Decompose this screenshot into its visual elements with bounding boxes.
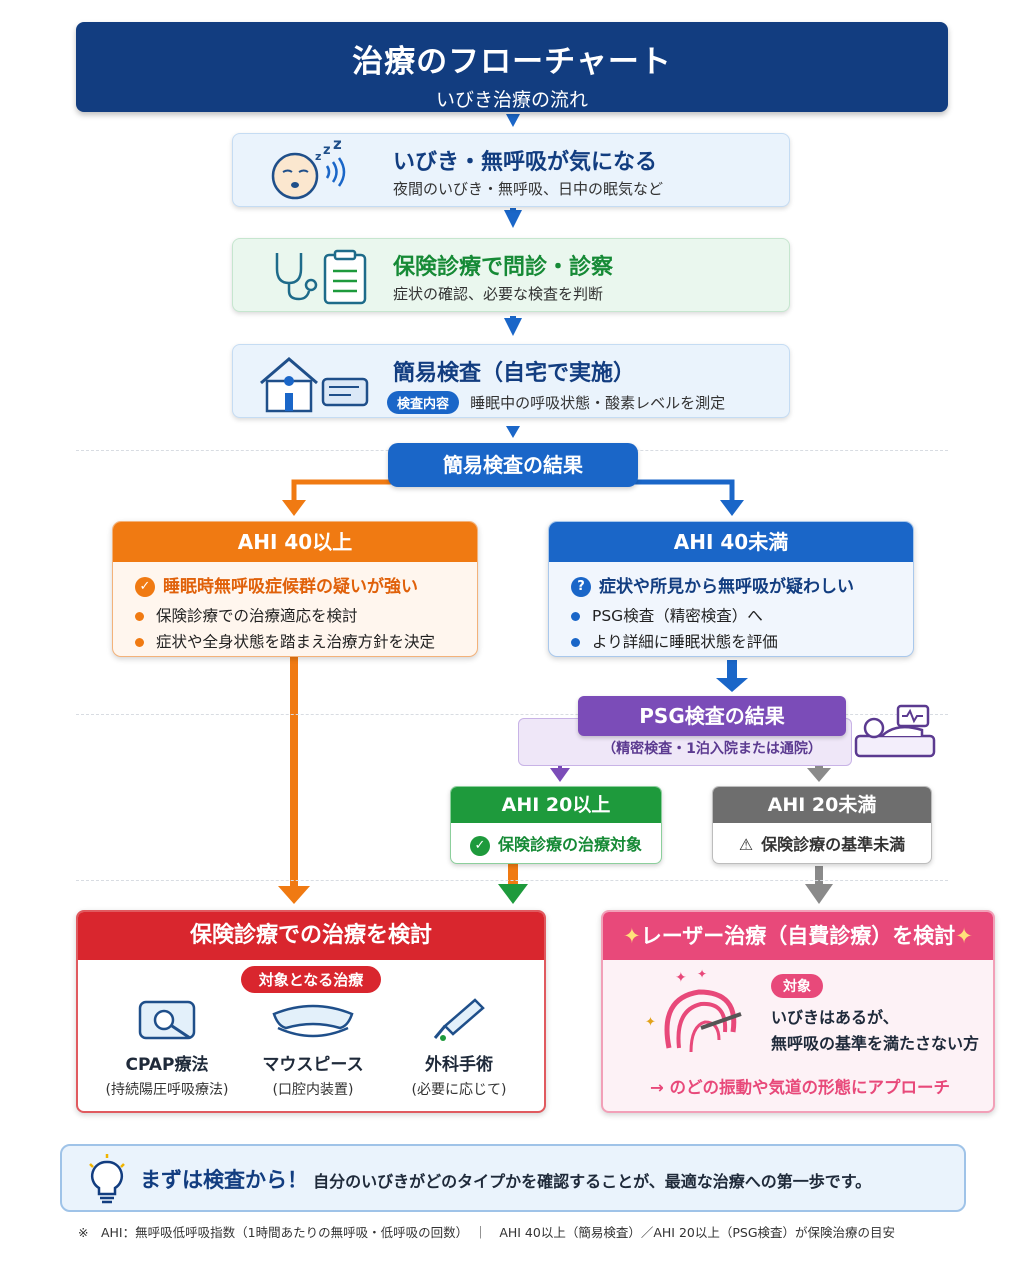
check-icon: ✓ bbox=[469, 835, 490, 856]
svg-text:✦: ✦ bbox=[645, 1015, 656, 1030]
laser-target-line: いびきはあるが、 bbox=[771, 1008, 899, 1027]
psg-high-body: 保険診療の治療対象 bbox=[497, 835, 642, 854]
branch-item: PSG検査（精密検査）へ bbox=[592, 607, 763, 625]
branch-header: AHI 40以上 bbox=[113, 522, 477, 562]
psg-result-subtitle: （精密検査・1泊入院または通院） bbox=[602, 741, 822, 757]
branch-item: 症状や全身状態を踏まえ治療方針を決定 bbox=[156, 633, 436, 651]
snoring-face-icon: z z z bbox=[271, 140, 346, 200]
laser-treatment-box: ✦レーザー治療（自費診療）を検討✦ ✦ ✦ ✦ 対象 いびきはあるが、 無呼吸の… bbox=[601, 910, 995, 1113]
step-title: 簡易検査（自宅で実施） bbox=[393, 361, 636, 386]
arrow-down bbox=[504, 318, 522, 336]
page-title: 治療のフローチャート bbox=[352, 44, 672, 80]
question-icon: ? bbox=[571, 577, 591, 597]
svg-text:✦: ✦ bbox=[675, 970, 687, 986]
arrow-down bbox=[504, 210, 522, 228]
step-description: 症状の確認、必要な検査を判断 bbox=[393, 285, 604, 303]
cpap-device-icon bbox=[138, 1000, 196, 1040]
step-card-consultation: 保険診療で問診・診察 症状の確認、必要な検査を判断 bbox=[232, 238, 790, 312]
svg-text:z: z bbox=[315, 150, 321, 163]
step-description: 睡眠中の呼吸状態・酸素レベルを測定 bbox=[470, 394, 726, 412]
step-title: いびき・無呼吸が気になる bbox=[393, 150, 658, 175]
footnote: ※ AHI：無呼吸低呼吸指数（1時間あたりの無呼吸・低呼吸の回数） ｜ AHI … bbox=[78, 1225, 896, 1240]
arrow-down bbox=[805, 884, 833, 904]
treatment-note: (口腔内装置) bbox=[272, 1082, 354, 1098]
lightbulb-icon bbox=[89, 1154, 125, 1204]
branch-ahi-below-40: AHI 40未満 ? 症状や所見から無呼吸が疑わしい PSG検査（精密検査）へ よ… bbox=[548, 521, 914, 657]
bullet-icon bbox=[135, 638, 144, 647]
check-icon: ✓ bbox=[135, 577, 155, 597]
target-treatment-tag: 対象となる治療 bbox=[240, 966, 382, 993]
insurance-title: 保険診療での治療を検討 bbox=[78, 912, 544, 960]
treatment-name: 外科手術 bbox=[425, 1055, 493, 1075]
psg-ahi-below-20: AHI 20未満 ⚠ 保険診療の基準未満 bbox=[712, 786, 932, 864]
page-subtitle: いびき治療の流れ bbox=[435, 89, 588, 111]
treatment-name: マウスピース bbox=[262, 1055, 364, 1075]
arrow-down bbox=[716, 678, 748, 692]
laser-approach: → のどの振動や気道の形態にアプローチ bbox=[649, 1078, 951, 1097]
laser-title: レーザー治療（自費診療）を検討 bbox=[640, 924, 956, 948]
page-header: 治療のフローチャート いびき治療の流れ bbox=[76, 22, 948, 112]
step-title: 保険診療で問診・診察 bbox=[393, 255, 614, 280]
laser-target-line: 無呼吸の基準を満たさない方 bbox=[771, 1034, 980, 1053]
test-content-tag: 検査内容 bbox=[387, 391, 460, 414]
tip-banner: まずは検査から！ 自分のいびきがどのタイプかを確認することが、最適な治療への第一… bbox=[60, 1144, 966, 1212]
branch-lead: 症状や所見から無呼吸が疑わしい bbox=[599, 577, 854, 597]
insurance-treatment-box: 保険診療での治療を検討 対象となる治療 CPAP療法 (持続陽圧呼吸療法) マウ… bbox=[76, 910, 546, 1113]
arrow-down bbox=[506, 426, 520, 438]
branch-item: より詳細に睡眠状態を評価 bbox=[592, 633, 778, 651]
treatment-item: 外科手術 (必要に応じて) bbox=[384, 998, 534, 1099]
warning-icon: ⚠ bbox=[738, 835, 754, 854]
surgical-tool-icon bbox=[433, 998, 485, 1041]
mouthpiece-icon bbox=[272, 1004, 354, 1038]
branch-arrow-left bbox=[291, 479, 392, 506]
throat-laser-icon: ✦ ✦ ✦ bbox=[645, 968, 742, 1053]
tip-text: 自分のいびきがどのタイプかを確認することが、最適な治療への第一歩です。 bbox=[313, 1172, 872, 1191]
home-test-device-icon bbox=[260, 357, 369, 413]
branch-arrow-right bbox=[634, 479, 735, 506]
branch-lead: 睡眠時無呼吸症候群の疑いが強い bbox=[163, 577, 418, 597]
arrow-down bbox=[498, 884, 528, 904]
simple-test-result-label: 簡易検査の結果 bbox=[388, 443, 638, 487]
svg-text:z: z bbox=[323, 143, 331, 158]
sleeping-patient-icon bbox=[854, 704, 936, 758]
sparkle-icon: ✦ bbox=[623, 924, 641, 948]
psg-high-header: AHI 20以上 bbox=[451, 787, 661, 823]
bullet-icon bbox=[571, 612, 580, 621]
treatment-note: (必要に応じて) bbox=[411, 1082, 507, 1098]
psg-ahi-20-plus: AHI 20以上 ✓ 保険診療の治療対象 bbox=[450, 786, 662, 864]
target-tag: 対象 bbox=[771, 974, 823, 998]
psg-result-title: PSG検査の結果 bbox=[578, 696, 846, 736]
bullet-icon bbox=[571, 638, 580, 647]
treatment-name: CPAP療法 bbox=[125, 1055, 209, 1075]
divider bbox=[76, 880, 948, 881]
svg-text:z: z bbox=[333, 140, 342, 153]
treatment-note: (持続陽圧呼吸療法) bbox=[105, 1082, 229, 1098]
arrow-down bbox=[506, 114, 520, 127]
step-description: 夜間のいびき・無呼吸、日中の眠気など bbox=[393, 180, 664, 198]
branch-ahi-40-plus: AHI 40以上 ✓睡眠時無呼吸症候群の疑いが強い 保険診療での治療適応を検討 … bbox=[112, 521, 478, 657]
arrow-down bbox=[278, 886, 310, 904]
svg-text:✦: ✦ bbox=[697, 968, 707, 981]
divider bbox=[76, 714, 948, 715]
sparkle-icon: ✦ bbox=[955, 924, 973, 948]
arrow-down bbox=[807, 768, 831, 782]
psg-low-body: 保険診療の基準未満 bbox=[761, 835, 906, 854]
tip-emphasis: まずは検査から！ bbox=[140, 1168, 308, 1192]
bullet-icon bbox=[135, 612, 144, 621]
psg-low-header: AHI 20未満 bbox=[713, 787, 931, 823]
step-card-symptom: z z z いびき・無呼吸が気になる 夜間のいびき・無呼吸、日中の眠気など bbox=[232, 133, 790, 207]
treatment-item: マウスピース (口腔内装置) bbox=[238, 998, 388, 1099]
stethoscope-clipboard-icon bbox=[275, 249, 367, 305]
treatment-item: CPAP療法 (持続陽圧呼吸療法) bbox=[92, 998, 242, 1099]
branch-item: 保険診療での治療適応を検討 bbox=[156, 607, 358, 625]
branch-header: AHI 40未満 bbox=[549, 522, 913, 562]
step-card-home-test: 簡易検査（自宅で実施） 検査内容 睡眠中の呼吸状態・酸素レベルを測定 bbox=[232, 344, 790, 418]
